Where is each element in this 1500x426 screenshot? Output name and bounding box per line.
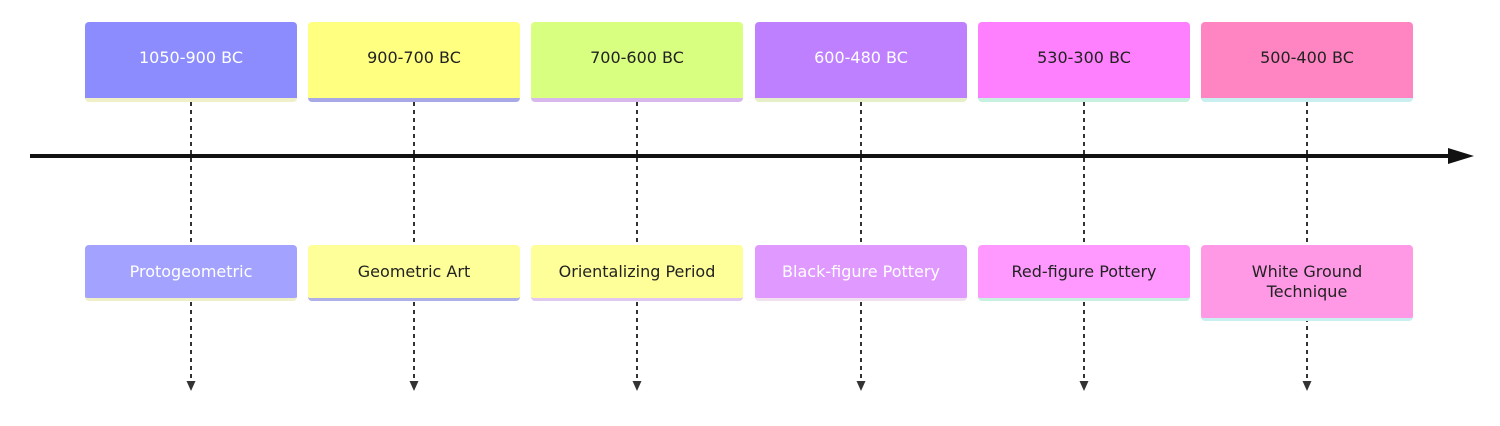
period-label: 900-700 BC [367, 48, 461, 67]
connector-arrowhead [186, 381, 196, 391]
event-label: Red-figure Pottery [1011, 261, 1157, 281]
connector-arrowhead [1079, 381, 1089, 391]
event-box: Protogeometric [85, 245, 297, 301]
period-label: 600-480 BC [814, 48, 908, 67]
period-label: 500-400 BC [1260, 48, 1354, 67]
event-box: White Ground Technique [1201, 245, 1413, 321]
period-box: 600-480 BC [755, 22, 967, 102]
period-label: 530-300 BC [1037, 48, 1131, 67]
period-label: 700-600 BC [590, 48, 684, 67]
period-box: 1050-900 BC [85, 22, 297, 102]
period-label: 1050-900 BC [139, 48, 243, 67]
period-box: 700-600 BC [531, 22, 743, 102]
connector-arrowhead [856, 381, 866, 391]
event-label: Geometric Art [357, 261, 471, 281]
period-box: 530-300 BC [978, 22, 1190, 102]
connector-arrowhead [409, 381, 419, 391]
event-box: Black-figure Pottery [755, 245, 967, 301]
period-box: 500-400 BC [1201, 22, 1413, 102]
event-label: Black-figure Pottery [782, 261, 940, 281]
period-box: 900-700 BC [308, 22, 520, 102]
event-label: Protogeometric [129, 261, 253, 281]
event-box: Orientalizing Period [531, 245, 743, 301]
connector-arrowhead [1302, 381, 1312, 391]
event-box: Geometric Art [308, 245, 520, 301]
event-label: Orientalizing Period [558, 261, 716, 281]
connector-arrowhead [632, 381, 642, 391]
timeline-axis-arrowhead [1448, 148, 1474, 164]
event-label: White Ground Technique [1251, 261, 1363, 301]
event-box: Red-figure Pottery [978, 245, 1190, 301]
